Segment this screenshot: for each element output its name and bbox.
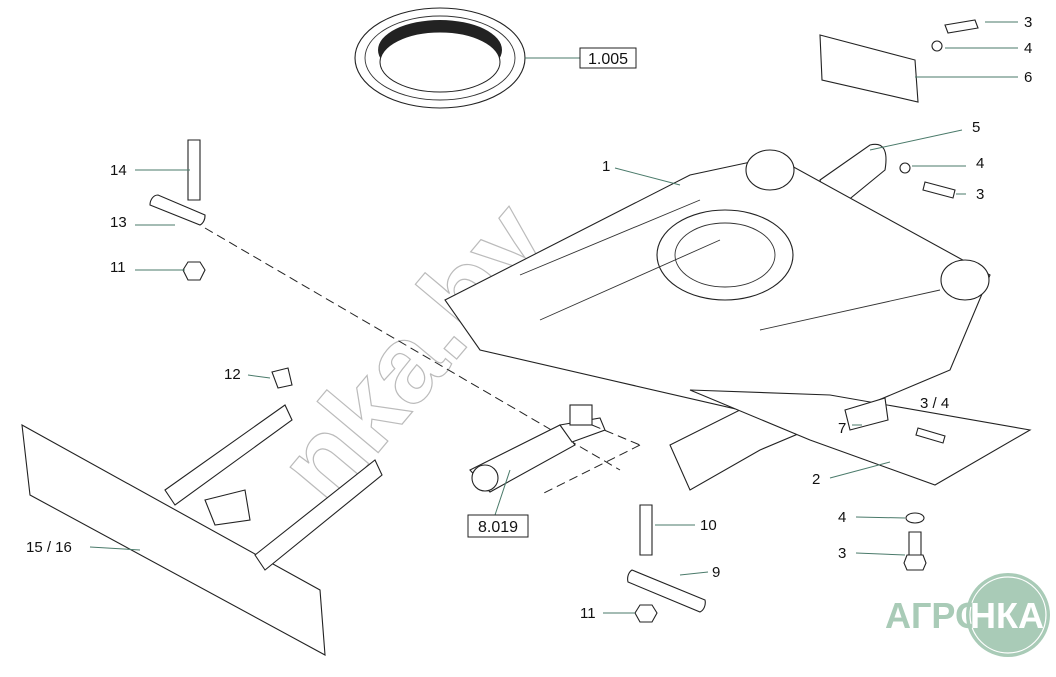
- label-4c: 4: [838, 509, 846, 526]
- label-11: 11: [110, 259, 126, 276]
- slewing-ring: [354, 7, 526, 109]
- label-14: 14: [110, 162, 127, 179]
- label-6: 6: [1024, 69, 1032, 86]
- label-7: 7: [838, 420, 846, 437]
- ref-box-8019[interactable]: [467, 514, 529, 538]
- label-3-4: 3 / 4: [920, 395, 949, 412]
- label-2: 2: [812, 471, 820, 488]
- label-3b: 3: [976, 186, 984, 203]
- top-plate: [819, 34, 919, 103]
- small-plate: [844, 397, 889, 431]
- label-13: 13: [110, 214, 127, 231]
- label-1: 1: [602, 158, 610, 175]
- ref-8019[interactable]: 8.019: [478, 519, 518, 536]
- label-5: 5: [972, 119, 980, 136]
- agronka-logo: АГРО НКА: [885, 573, 1050, 657]
- label-4: 4: [1024, 40, 1032, 57]
- svg-text:АГРО: АГРО: [885, 595, 983, 636]
- hydraulic-cylinder: [469, 404, 606, 493]
- label-10: 10: [700, 517, 717, 534]
- ref-box-1005[interactable]: [579, 47, 637, 69]
- label-3: 3: [1024, 14, 1032, 31]
- ref-1005[interactable]: 1.005: [588, 51, 628, 68]
- label-4b: 4: [976, 155, 984, 172]
- svg-text:НКА: НКА: [970, 595, 1044, 636]
- label-11b: 11: [580, 605, 596, 622]
- label-12: 12: [224, 366, 241, 383]
- label-15-16: 15 / 16: [26, 539, 72, 556]
- label-3c: 3: [838, 545, 846, 562]
- label-9: 9: [712, 564, 720, 581]
- dozer-blade: [21, 404, 383, 656]
